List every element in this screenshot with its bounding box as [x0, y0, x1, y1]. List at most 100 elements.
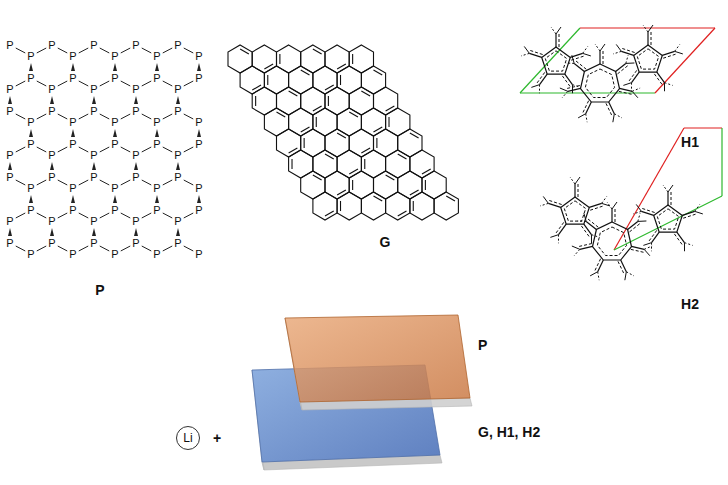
exo-bond [683, 214, 695, 218]
p-p-bond [142, 213, 151, 218]
exo-bond [632, 91, 638, 97]
p-p-bond [79, 48, 88, 53]
double-bond [301, 70, 310, 75]
exo-bond [570, 177, 575, 184]
exo-bond [651, 32, 652, 45]
atom-label: P [27, 205, 34, 216]
exo-bond [609, 102, 615, 114]
exo-bond [583, 53, 591, 56]
atom-label: P [195, 139, 202, 150]
exo-bond [537, 72, 545, 83]
p-p-bond [121, 48, 130, 53]
exo-bond [584, 224, 592, 235]
p-p-bond [100, 114, 109, 119]
exo-bond [623, 83, 631, 86]
delocalized-bond [545, 51, 566, 71]
hexagon-ring [325, 45, 349, 73]
exo-bond [619, 91, 632, 94]
exo-bond [612, 202, 617, 209]
hexagon-ring [325, 171, 349, 199]
double-bond [313, 49, 322, 54]
p-p-bond [16, 246, 25, 251]
exo-bond [603, 51, 604, 64]
atom-label: P [69, 249, 76, 260]
atom-label: P [111, 139, 118, 150]
double-bond [316, 117, 317, 127]
atom-label: P [132, 216, 139, 227]
hexagon-ring [337, 192, 361, 220]
p-p-bond [184, 147, 193, 152]
structure-label: P [95, 283, 104, 297]
exo-bond [591, 235, 592, 244]
double-bond [398, 154, 407, 159]
exo-bond [576, 61, 586, 69]
exo-bond [578, 220, 587, 221]
exo-bond [578, 184, 579, 197]
p-p-bond [58, 114, 67, 119]
double-bond [313, 175, 322, 180]
hexagon-ring [386, 108, 410, 136]
graphene-sheet [228, 45, 458, 220]
plus-sign: + [213, 431, 221, 445]
atom-label: P [69, 51, 76, 62]
atom-label: P [6, 172, 13, 183]
exo-bond [580, 246, 593, 249]
p-p-bond [184, 180, 193, 185]
exo-bond [595, 259, 601, 271]
hexagon-ring [228, 45, 252, 73]
exo-bond [684, 243, 692, 246]
hexagon-ring [349, 45, 373, 73]
atom-label: P [195, 73, 202, 84]
p-p-bond [142, 81, 151, 86]
wedge-bond [71, 195, 75, 203]
hexagon-ring [264, 66, 288, 94]
exo-bond [648, 25, 653, 32]
p-p-bond [58, 180, 67, 185]
wedge-bond [155, 195, 159, 203]
hexagon-ring [361, 108, 385, 136]
atom-label: P [27, 73, 34, 84]
atom-label: P [195, 205, 202, 216]
exo-bond [654, 74, 662, 85]
exo-bond [556, 27, 561, 34]
p-p-bond [79, 246, 88, 251]
p-p-bond [37, 81, 46, 86]
ring-bond [561, 197, 590, 224]
wedge-bond [113, 195, 117, 203]
wedge-bond [29, 129, 33, 137]
atom-label: P [174, 150, 181, 161]
hexagon-ring [374, 171, 398, 199]
p-p-bond [37, 114, 46, 119]
ring-bond [542, 47, 571, 74]
exo-bond [540, 74, 548, 85]
p-p-bond [184, 48, 193, 53]
hexagon-ring [277, 129, 301, 157]
hexagon-ring [361, 150, 385, 178]
exo-bond [651, 243, 652, 252]
hexagon-ring [349, 87, 373, 115]
hexagon-ring [240, 66, 264, 94]
p-p-bond [16, 81, 25, 86]
wedge-bond [197, 195, 201, 203]
hexagon-ring [277, 87, 301, 115]
atom-label: P [153, 117, 160, 128]
hexagon-ring [252, 87, 276, 115]
exo-bond [607, 202, 612, 209]
wedge-bond [134, 162, 138, 170]
wedge-bond [176, 96, 180, 104]
p-p-bond [121, 81, 130, 86]
hexagon-ring [301, 171, 325, 199]
atom-label: P [132, 172, 139, 183]
atom-label: P [195, 249, 202, 260]
exo-bond [649, 230, 657, 241]
exo-bond [555, 34, 556, 47]
exo-bond [626, 62, 635, 63]
exo-bond [664, 83, 665, 92]
p-p-bond [79, 114, 88, 119]
atom-label: P [6, 216, 13, 227]
exo-bond [531, 85, 539, 88]
hexagon-ring [337, 150, 361, 178]
atom-label: P [132, 106, 139, 117]
exo-bond [619, 88, 632, 91]
